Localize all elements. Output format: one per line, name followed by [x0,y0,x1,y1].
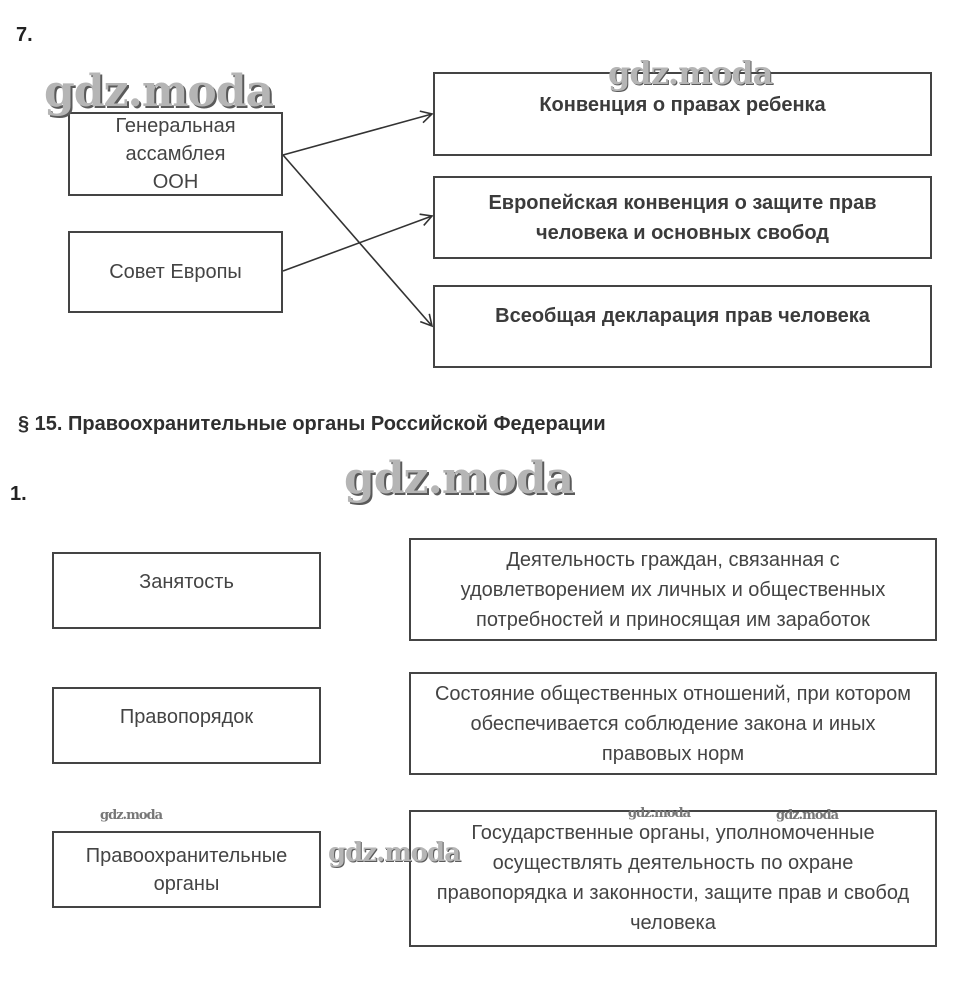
definition-label: Государственные органы, уполномоченные о… [436,822,910,934]
document-box-universal-declaration: Всеобщая декларация прав человека [433,285,932,368]
term-box-law-and-order: Правопорядок [52,687,321,764]
watermark-logo: gdz.moda [100,808,163,823]
organ-box-council-of-europe: Совет Европы [68,231,283,313]
watermark-logo: gdz.moda [628,806,691,821]
term-label: Правоохранительные органы [85,844,288,895]
document-box-european-convention: Европейская конвенция о защите прав чело… [433,176,932,259]
watermark-logo: gdz.moda [608,54,773,92]
definition-label: Деятельность граждан, связанная с удовле… [460,548,886,631]
document-label: Европейская конвенция о защите прав чело… [488,191,877,244]
term-box-employment: Занятость [52,552,321,629]
definition-box-law-enforcement: Государственные органы, уполномоченные о… [409,810,937,947]
term-label: Правопорядок [119,706,254,728]
document-label: Конвенция о правах ребенка [539,94,826,116]
term-box-law-enforcement: Правоохранительные органы [52,831,321,908]
arrow-un-to-declaration [282,154,434,328]
organ-label: Генеральная ассамблея ООН [115,115,236,193]
arrow-un-to-child-rights [282,110,434,156]
term-label: Занятость [139,571,234,593]
organ-label: Совет Европы [109,261,242,283]
watermark-logo: gdz.moda [344,453,574,504]
watermark-logo: gdz.moda [776,808,839,823]
watermark-logo: gdz.moda [328,838,461,868]
definition-label: Состояние общественных отношений, при ко… [434,682,912,765]
document-label: Всеобщая декларация прав человека [495,305,870,327]
definition-box-employment: Деятельность граждан, связанная с удовле… [409,538,937,641]
arrow-council-to-european-convention [282,213,434,272]
definition-box-law-and-order: Состояние общественных отношений, при ко… [409,672,937,775]
task-7-number: 7. [16,24,33,46]
document-box-child-rights: Конвенция о правах ребенка [433,72,932,156]
section-heading: § 15. Правоохранительные органы Российск… [18,413,606,435]
task-1-number: 1. [10,483,27,505]
watermark-logo: gdz.moda [44,66,274,117]
organ-box-un-general-assembly: Генеральная ассамблея ООН [68,112,283,196]
